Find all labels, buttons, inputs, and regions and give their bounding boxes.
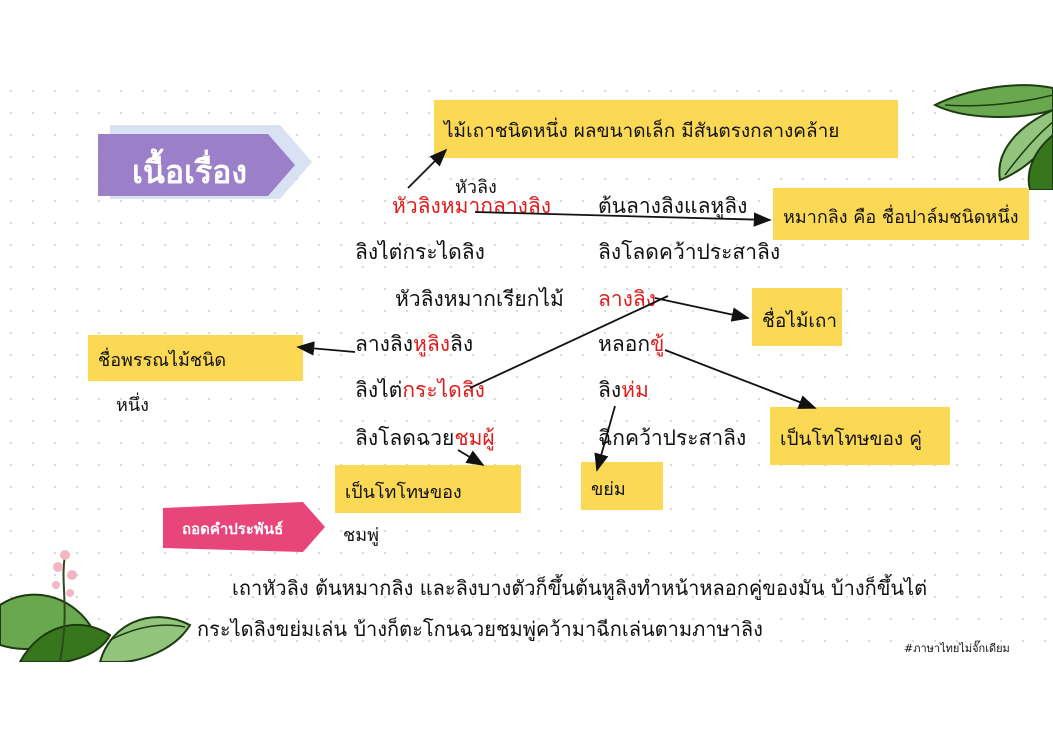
poem-line-1-right: ต้นลางลิงแลหูลิง [598,194,748,218]
poem-line-5-left: ลิงไต่กระไดลิง [355,378,485,402]
note-wood-cont: หนึ่ง [116,395,149,416]
title-banner-shape [98,125,312,199]
poem-line-4-right: หลอกขู้ [598,332,665,356]
poem-line-1-left: หัวลิงหมากลางลิง [392,194,551,218]
note-palm: หมากลิง คือ ชื่อปาล์มชนิดหนึ่ง [773,188,1029,240]
prose-tag: ถอดคำประพันธ์ [182,520,284,538]
poem-line-2-left: ลิงไต่กระไดลิง [355,240,485,264]
page-title: เนื้อเรื่อง [132,153,247,191]
poem-line-2-right: ลิงโลดคว้าประสาลิง [598,240,781,264]
poem-line-3-right: ลางลิง [598,287,657,311]
poem-line-6-left: ลิงโลดฉวยชมผู้ [355,426,495,450]
note-tree: ไม้เถาชนิดหนึ่ง ผลขนาดเล็ก มีสันตรงกลางค… [434,100,898,158]
poem-line-4-left: ลางลิงหูลิงลิง [355,332,474,356]
note-vine: ชื่อไม้เถา [752,288,842,346]
note-fault-cont: ชมพู่ [343,525,379,546]
hashtag-text: #ภาษาไทยไม่จั๊กเดียม [904,642,1010,655]
leaf-decoration-top-right-icon [932,84,1053,190]
poem-line-3-left: หัวลิงหมากเรียกไม้ [395,287,564,311]
prose-line-1: เถาหัวลิง ต้นหมากลิง และลิงบางตัวก็ขึ้นต… [232,576,928,600]
note-fault-pair: เป็นโทโทษของ คู่ [770,407,950,465]
prose-line-2: กระไดลิงขย่มเล่น บ้างก็ตะโกนฉวยชมพู่คว้า… [197,617,763,641]
note-small-label: หัวลิง [455,177,497,198]
prose-tag-shape [163,502,325,552]
note-wood: ชื่อพรรณไม้ชนิด [88,335,303,381]
poem-line-6-right: ฉีกคว้าประสาลิง [598,426,747,450]
note-yom: ขย่ม [581,462,663,510]
leaf-decoration-bottom-left-icon [0,550,192,662]
poem-line-5-right: ลิงห่ม [598,378,649,402]
note-fault: เป็นโทโทษของ [335,465,521,513]
